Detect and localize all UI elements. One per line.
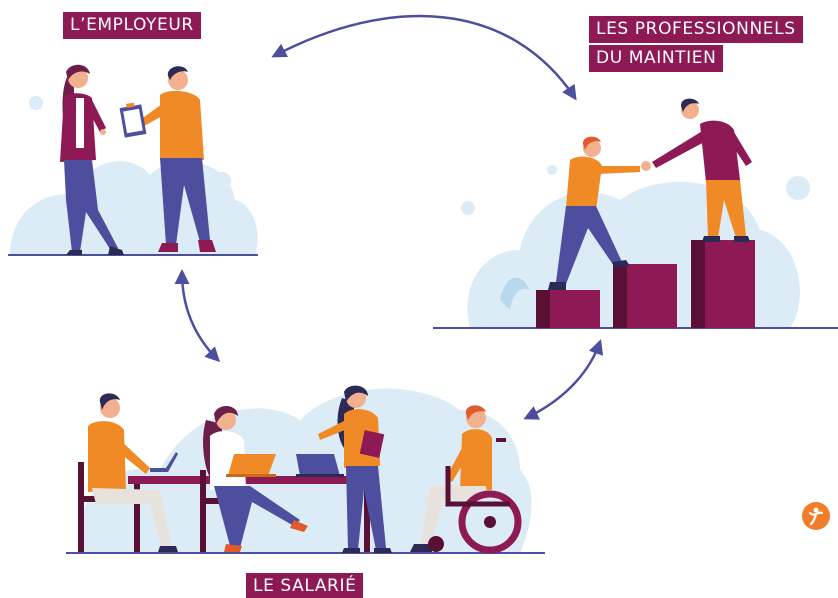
standing-woman-figure: [318, 385, 392, 553]
professionals-bubble: [461, 201, 475, 215]
clipboard-icon: [119, 102, 147, 138]
handshake-icon: [641, 161, 651, 171]
professionals-label-line1: LES PROFESSIONNELS: [589, 16, 803, 43]
wheelchair-man-figure: [410, 405, 522, 554]
employer-scene: [8, 64, 258, 256]
arrow-employer-professionals: [271, 14, 577, 101]
helping-man-figure: [652, 98, 752, 242]
laptop-icon: [296, 454, 344, 477]
brand-logo-icon: [802, 502, 830, 530]
podium-steps: [536, 240, 755, 328]
professionals-splash: [500, 277, 530, 310]
professionals-scene: [433, 98, 838, 329]
meeting-table: [128, 476, 376, 552]
employer-woman-figure: [60, 64, 124, 255]
seated-woman-figure: [200, 405, 308, 552]
climbing-man-figure: [548, 136, 640, 290]
employer-bubble: [29, 96, 43, 110]
employee-label: LE SALARIÉ: [246, 573, 364, 598]
professionals-bubble: [547, 165, 557, 175]
professionals-label-line2: DU MAINTIEN: [589, 45, 724, 72]
wheelchair-icon: [428, 438, 522, 554]
employee-scene: [66, 385, 545, 554]
employer-man-figure: [119, 66, 216, 252]
professionals-bubble: [786, 176, 810, 200]
laptop-icon: [226, 454, 276, 477]
arrow-employee-professionals: [523, 339, 604, 420]
employer-bubble: [213, 172, 231, 190]
employer-label: L’EMPLOYEUR: [63, 12, 201, 39]
seated-man-figure: [78, 393, 178, 552]
arrow-employer-employee: [174, 269, 221, 363]
